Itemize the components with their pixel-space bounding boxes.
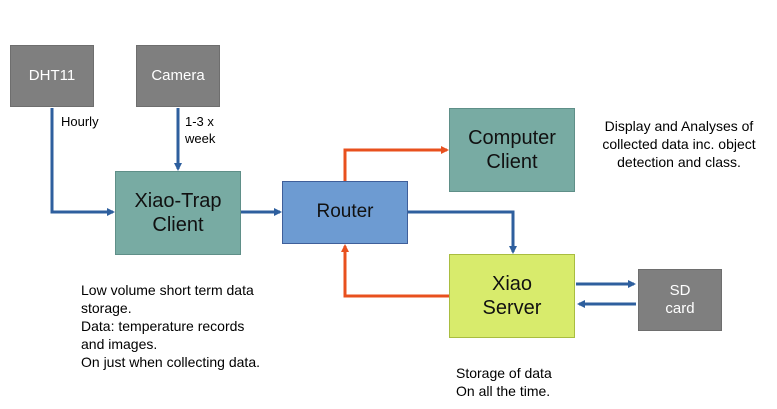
camera-label: Camera <box>151 67 205 84</box>
computer-client-note: Display and Analyses of collected data i… <box>602 118 756 170</box>
arrow-dht11-to-client <box>50 108 115 216</box>
xiao-server-note: Storage of data On all the time. <box>456 365 552 399</box>
xiao-trap-client-label: Xiao-Trap Client <box>134 190 222 236</box>
arrow-router-to-computer <box>343 146 449 181</box>
camera-box: Camera <box>136 45 220 107</box>
sd-card-label: SD card <box>665 282 695 317</box>
computer-client-label: Computer Client <box>468 127 556 173</box>
arrow-router-to-server <box>408 210 517 254</box>
dht11-box: DHT11 <box>10 45 94 107</box>
computer-client-box: Computer Client <box>449 108 575 192</box>
router-label: Router <box>316 201 374 223</box>
xiao-trap-client-box: Xiao-Trap Client <box>115 171 241 255</box>
xiao-server-label: Xiao Server <box>482 273 542 319</box>
dht11-interval-label: Hourly <box>61 114 99 129</box>
sd-card-box: SD card <box>638 269 722 331</box>
camera-interval-label: 1-3 x week <box>185 114 216 146</box>
router-box: Router <box>282 181 408 244</box>
xiao-server-box: Xiao Server <box>449 254 575 338</box>
dht11-label: DHT11 <box>28 67 76 84</box>
xiao-trap-client-note: Low volume short term data storage. Data… <box>81 282 260 370</box>
arrow-server-to-router <box>341 244 449 298</box>
